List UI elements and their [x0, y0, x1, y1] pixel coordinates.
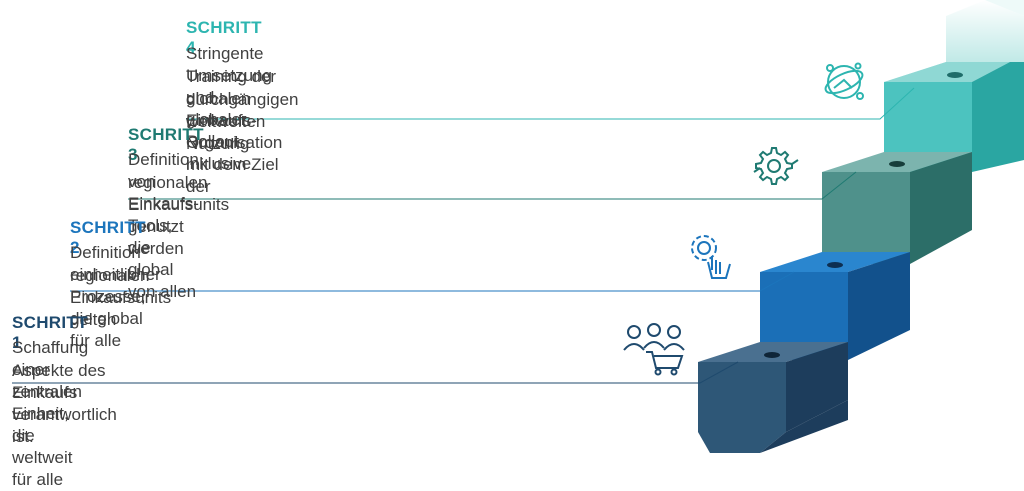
step-2-line-2: regionalen Einkaufsunits gelten — [70, 266, 172, 329]
step-4-line-3: durchgängigen weltweiten Nutzung — [186, 90, 299, 153]
step-4-line-1: Stringente Umsetzung und globaler Rollou… — [186, 44, 272, 173]
step-4-title: SCHRITT 4 — [186, 18, 262, 57]
staircase-graphic — [12, 0, 1024, 453]
step-4-line-2: Training der globalen Einkaufs-Organisat… — [186, 67, 283, 196]
step-2-title: SCHRITT 2 — [70, 218, 146, 257]
step-underlines — [12, 87, 915, 384]
step-2-line-1: Definition einheitlicher Prozesse, die g… — [70, 243, 161, 350]
stair-step-3 — [822, 152, 972, 264]
people-shopping-cart-icon — [623, 323, 685, 376]
underline-step-2 — [70, 271, 795, 292]
step-1-line-2: Aspekte des Einkaufs verantwortlich ist. — [12, 361, 117, 446]
step-1-title: SCHRITT 1 — [12, 313, 88, 352]
step-3-line-2: regionalen Einkaufsunits genutzt werden — [128, 173, 230, 258]
underline-step-1 — [12, 361, 739, 384]
gear-arrows-icon — [753, 147, 799, 185]
globe-network-icon — [824, 62, 864, 100]
step-3-line-1: Definition von Einkaufs-Tools, die globa… — [128, 150, 199, 301]
stair-step-1 — [698, 342, 848, 453]
underline-step-3 — [128, 171, 857, 200]
gear-hand-icon — [691, 235, 731, 279]
underline-step-4 — [186, 87, 915, 120]
step-3-title: SCHRITT 3 — [128, 125, 204, 164]
